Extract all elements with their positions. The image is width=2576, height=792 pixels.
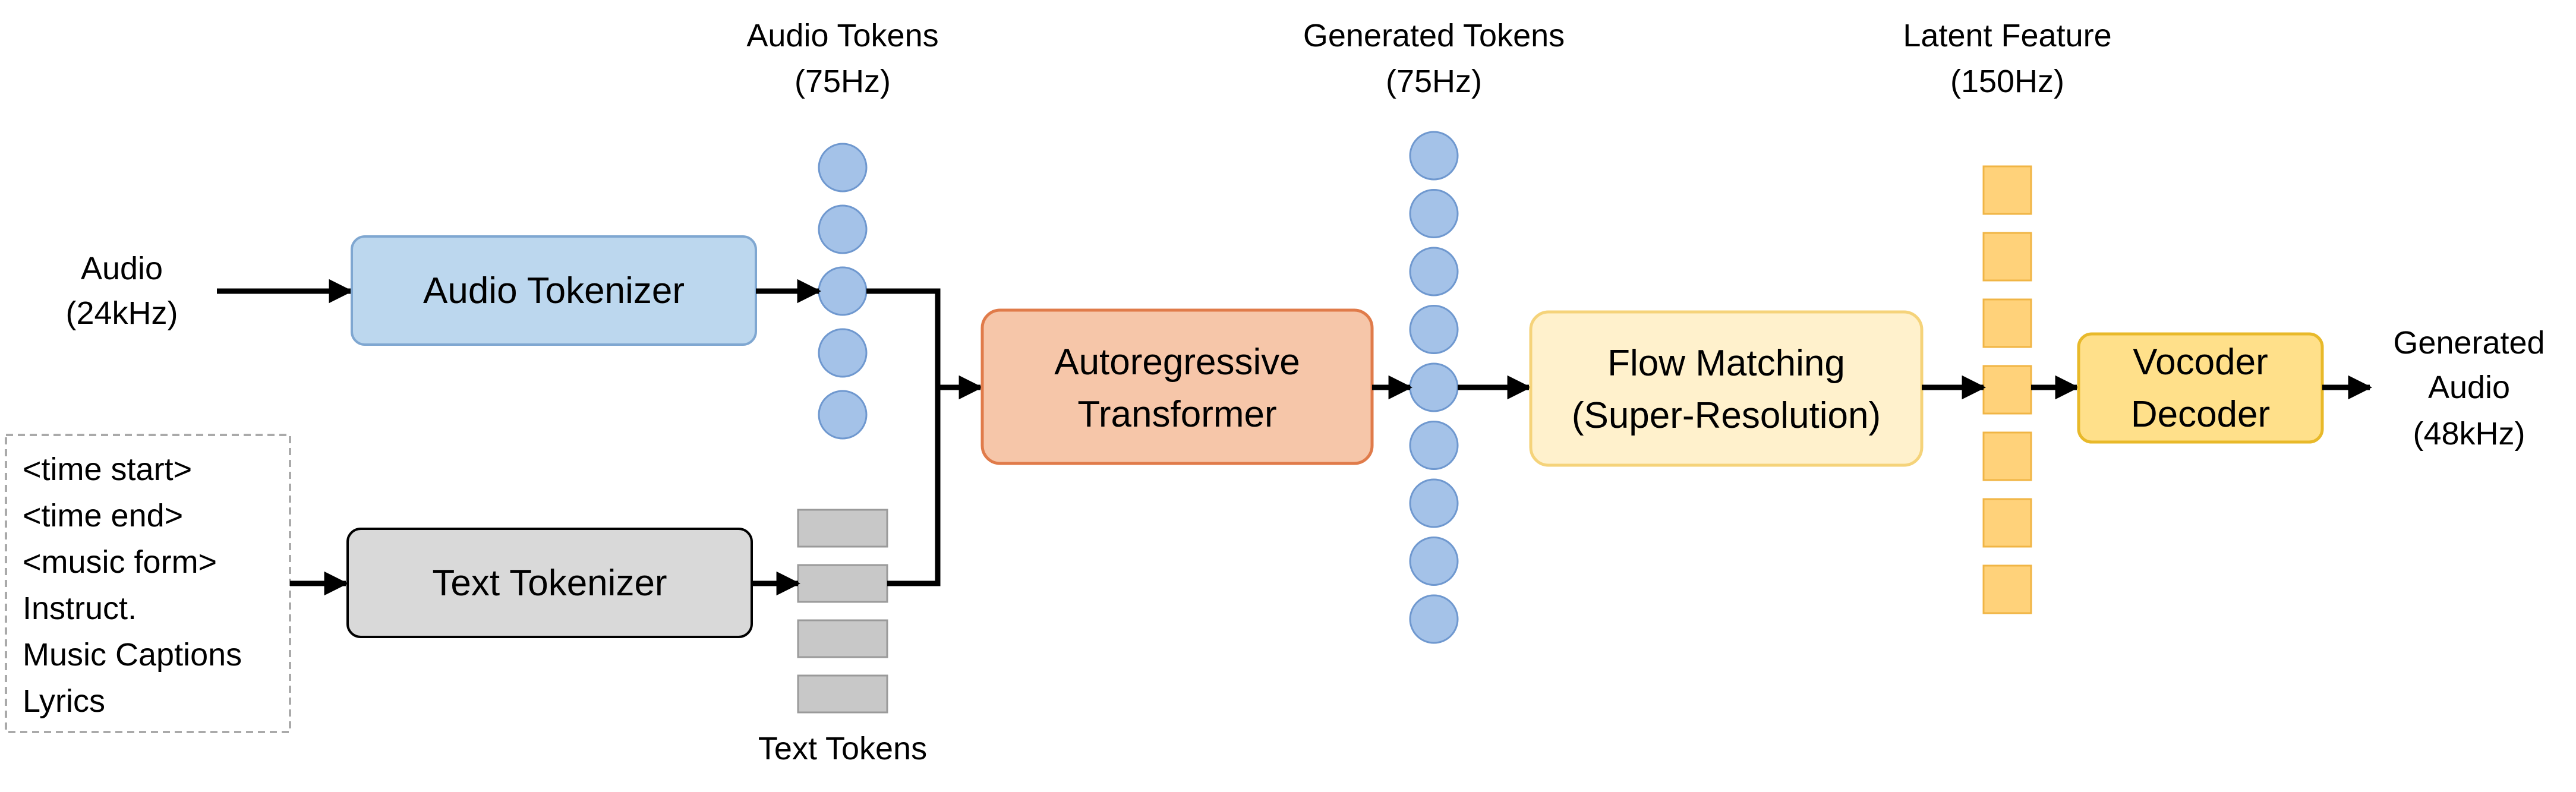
audio-token — [818, 266, 868, 316]
text-token — [797, 619, 888, 658]
audio-token — [818, 143, 868, 193]
audio-merge-connector — [866, 288, 941, 387]
audio-token — [818, 390, 868, 440]
generated-token — [1409, 362, 1459, 412]
latent-feature-cell — [1982, 298, 2032, 348]
flow-matching-label-line1: Flow Matching — [1607, 343, 1845, 384]
audio-input-label-line2: (24kHz) — [65, 295, 178, 331]
latent-feature-cell — [1982, 498, 2032, 548]
generated-token — [1409, 478, 1459, 528]
text-token — [797, 674, 888, 714]
transformer-label-line1: Autoregressive — [1054, 342, 1300, 383]
audio-tokens-label-line1: Audio Tokens — [746, 18, 938, 53]
output-label-line1: Generated — [2393, 325, 2545, 361]
latent-feature-cell — [1982, 431, 2032, 481]
audio-token — [818, 204, 868, 254]
text-token — [797, 509, 888, 548]
output-label-line2: Audio — [2428, 370, 2510, 405]
text-condition-item: Music Captions — [23, 637, 242, 673]
generated-token — [1409, 247, 1459, 296]
generated-token — [1409, 189, 1459, 238]
audio-tokenizer-label: Audio Tokenizer — [423, 270, 685, 311]
text-condition-item: <music form> — [23, 544, 217, 580]
text-condition-item: Instruct. — [23, 591, 137, 626]
generated-token — [1409, 421, 1459, 470]
generated-token — [1409, 131, 1459, 181]
generated-token — [1409, 537, 1459, 586]
text-tokens-column — [797, 509, 888, 714]
audio-tokens-label-line2: (75Hz) — [794, 64, 891, 99]
text-merge-connector — [887, 387, 941, 586]
audio-token — [818, 328, 868, 378]
generated-tokens-column — [1409, 131, 1459, 644]
generated-tokens-label-line1: Generated Tokens — [1303, 18, 1565, 53]
latent-feature-cell — [1982, 365, 2032, 415]
generated-token — [1409, 305, 1459, 354]
generated-tokens-label-line2: (75Hz) — [1386, 64, 1482, 99]
latent-feature-label-line2: (150Hz) — [1950, 64, 2064, 99]
latent-feature-cell — [1982, 165, 2032, 215]
output-label-line3: (48kHz) — [2413, 416, 2525, 452]
text-token — [797, 564, 888, 603]
transformer-label-line2: Transformer — [1077, 394, 1276, 435]
generated-token — [1409, 594, 1459, 644]
text-condition-item: Lyrics — [23, 683, 105, 719]
latent-feature-column — [1982, 165, 2032, 614]
text-tokenizer-label: Text Tokenizer — [432, 563, 667, 604]
latent-feature-cell — [1982, 564, 2032, 614]
latent-feature-label-line1: Latent Feature — [1903, 18, 2111, 53]
flow-matching-label-line2: (Super-Resolution) — [1572, 395, 1881, 436]
text-condition-item: <time start> — [23, 452, 192, 487]
latent-feature-cell — [1982, 232, 2032, 282]
text-tokens-label: Text Tokens — [758, 731, 927, 766]
text-conditions-list: <time start> <time end> <music form> Instru… — [23, 452, 242, 719]
autoregressive-transformer-block — [980, 308, 1374, 465]
text-condition-item: <time end> — [23, 498, 183, 534]
vocoder-label-line2: Decoder — [2131, 394, 2270, 435]
vocoder-label-line1: Vocoder — [2133, 342, 2268, 383]
audio-tokens-column — [818, 143, 868, 440]
flow-matching-block — [1529, 310, 1924, 467]
audio-input-label-line1: Audio — [81, 251, 163, 286]
